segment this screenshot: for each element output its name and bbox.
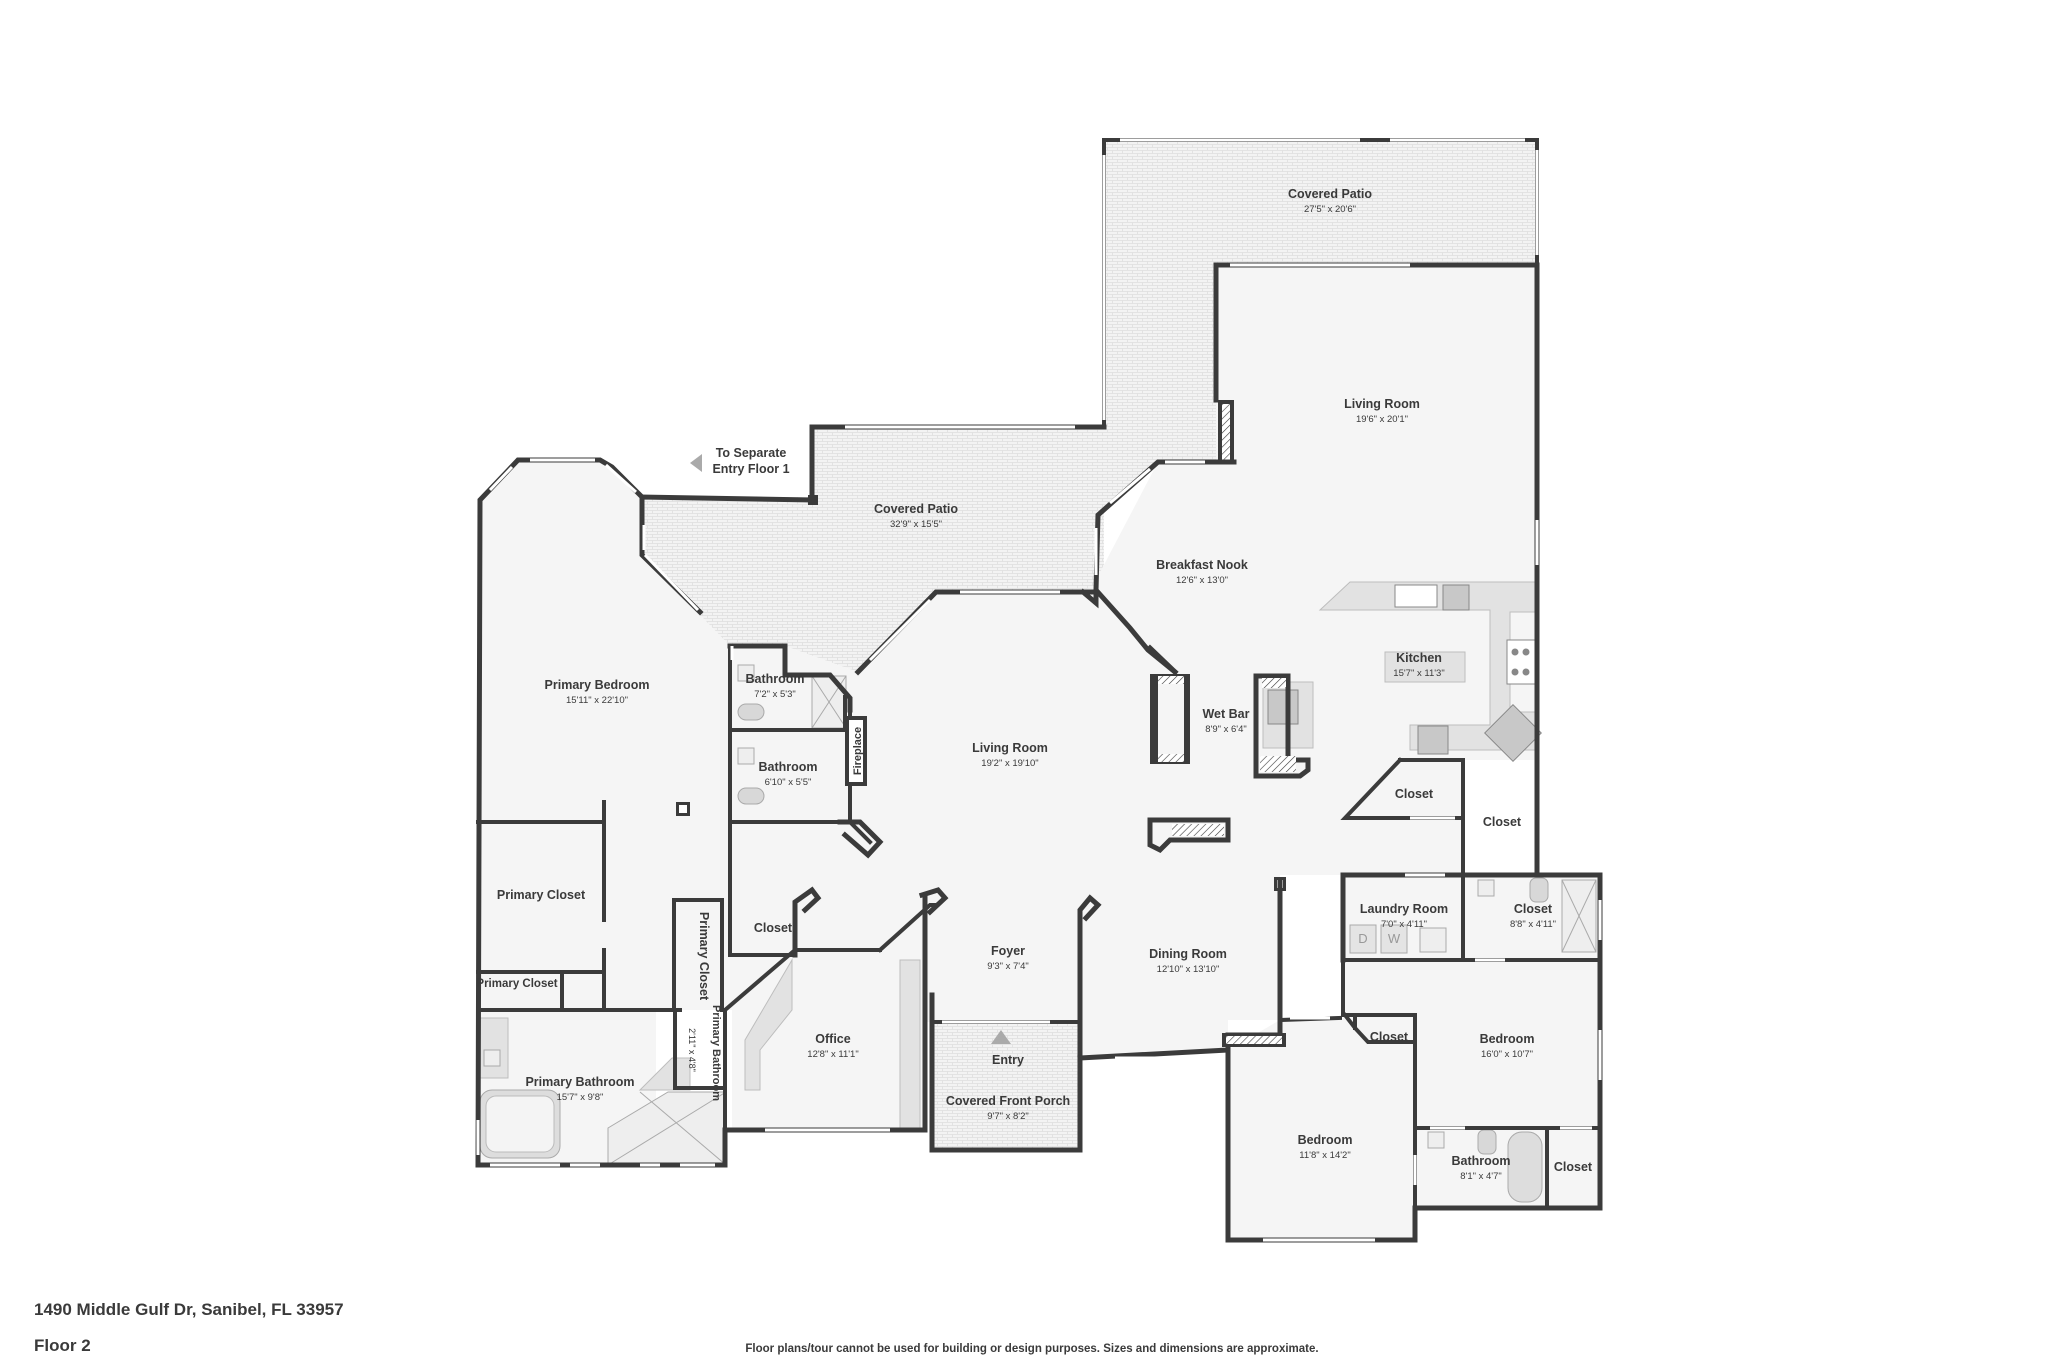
room-dims: 11'8" x 14'2" bbox=[1299, 1150, 1350, 1161]
room-name: Primary Closet bbox=[697, 912, 711, 1001]
bathtub-icon bbox=[1507, 1131, 1543, 1203]
room-name: Primary Bathroom bbox=[710, 1005, 722, 1101]
room-name: Bedroom bbox=[1298, 1133, 1353, 1147]
laundry-sink-icon bbox=[1419, 927, 1447, 953]
room-dims: 2'11" x 4'8" bbox=[687, 1028, 697, 1072]
room-name: Laundry Room bbox=[1360, 902, 1448, 916]
wet-bar-sink bbox=[1267, 689, 1299, 725]
covered-patio-middle-floor bbox=[642, 427, 1104, 672]
room-name: Kitchen bbox=[1396, 651, 1442, 665]
room-name: Entry bbox=[992, 1053, 1024, 1067]
room-labels: Covered Patio 27'5" x 20'6" Covered Pati… bbox=[476, 187, 1593, 1182]
dryer-icon bbox=[1349, 924, 1377, 954]
room-name: Office bbox=[815, 1032, 850, 1046]
room-name: Covered Patio bbox=[1288, 187, 1372, 201]
sink-icon bbox=[1427, 1131, 1445, 1149]
vanity-icon bbox=[479, 1017, 509, 1079]
room-dims: 15'7" x 11'3" bbox=[1393, 668, 1444, 679]
room-name: Bedroom bbox=[1480, 1032, 1535, 1046]
washer-label: W bbox=[1388, 931, 1401, 946]
room-name: Wet Bar bbox=[1202, 707, 1249, 721]
separate-entry-arrow-icon bbox=[690, 454, 702, 472]
room-name: Dining Room bbox=[1149, 947, 1227, 961]
office-shelf bbox=[899, 959, 921, 1131]
room-name: Bathroom bbox=[745, 672, 804, 686]
sink-icon bbox=[483, 1049, 501, 1067]
room-name: Covered Patio bbox=[874, 502, 958, 516]
room-name: Bathroom bbox=[758, 760, 817, 774]
separate-entry-label-1: To Separate bbox=[716, 446, 787, 460]
room-dims: 16'0" x 10'7" bbox=[1481, 1049, 1533, 1060]
dryer-label: D bbox=[1358, 931, 1367, 946]
room-dims: 12'8" x 11'1" bbox=[807, 1049, 858, 1060]
room-dims: 15'11" x 22'10" bbox=[566, 695, 628, 706]
room-dims: 7'0" x 4'11" bbox=[1381, 919, 1427, 930]
fixtures: D W bbox=[479, 581, 1597, 1203]
room-name: Foyer bbox=[991, 944, 1025, 958]
oven-icon bbox=[1417, 725, 1449, 755]
room-dims: 7'2" x 5'3" bbox=[754, 689, 796, 700]
room-dims: 32'9" x 15'5" bbox=[890, 519, 942, 530]
disclaimer: Floor plans/tour cannot be used for buil… bbox=[0, 1343, 2048, 1355]
cooktop-icon bbox=[1506, 639, 1536, 685]
fridge-icon bbox=[1484, 704, 1542, 762]
room-name: Closet bbox=[1514, 902, 1553, 916]
room-name: Breakfast Nook bbox=[1156, 558, 1248, 572]
kitchen-island bbox=[1384, 651, 1466, 683]
room-name: Closet bbox=[1370, 1030, 1409, 1044]
room-dims: 8'8" x 4'11" bbox=[1510, 919, 1556, 930]
property-address: 1490 Middle Gulf Dr, Sanibel, FL 33957 bbox=[34, 1300, 344, 1319]
floor-label: Floor 2 bbox=[34, 1336, 91, 1355]
room-name: Living Room bbox=[1344, 397, 1420, 411]
room-dims: 9'7" x 8'2" bbox=[987, 1111, 1029, 1122]
room-name: Primary Closet bbox=[476, 978, 557, 990]
room-dims: 6'10" x 5'5" bbox=[765, 777, 812, 788]
room-name: Closet bbox=[1483, 815, 1522, 829]
room-name: Primary Bedroom bbox=[545, 678, 650, 692]
room-dims: 9'3" x 7'4" bbox=[987, 961, 1029, 972]
interior-floor bbox=[478, 265, 1537, 1165]
fireplace-label: Fireplace bbox=[852, 727, 864, 775]
disclaimer-text: Floor plans/tour cannot be used for buil… bbox=[745, 1343, 1319, 1355]
room-name: Closet bbox=[1554, 1160, 1593, 1174]
room-name: Primary Bathroom bbox=[525, 1075, 634, 1089]
toilet-icon bbox=[737, 787, 765, 805]
dishwasher-icon bbox=[1442, 584, 1470, 611]
room-name: Covered Front Porch bbox=[946, 1094, 1070, 1108]
room-name: Closet bbox=[754, 921, 793, 935]
room-dims: 19'6" x 20'1" bbox=[1356, 414, 1408, 425]
washer-icon bbox=[1380, 924, 1408, 954]
room-dims: 19'2" x 19'10" bbox=[981, 758, 1038, 769]
toilet-icon bbox=[1477, 1129, 1497, 1155]
toilet-icon bbox=[1529, 877, 1549, 903]
room-dims: 12'6" x 13'0" bbox=[1176, 575, 1228, 586]
covered-patio-top-floor bbox=[1096, 140, 1537, 593]
room-name: Bathroom bbox=[1451, 1154, 1510, 1168]
room-name: Living Room bbox=[972, 741, 1048, 755]
room-dims: 8'9" x 6'4" bbox=[1205, 724, 1247, 735]
sink-icon bbox=[1477, 879, 1495, 897]
room-dims: 12'10" x 13'10" bbox=[1157, 964, 1220, 975]
room-name: Closet bbox=[1395, 787, 1434, 801]
separate-entry-label-2: Entry Floor 1 bbox=[712, 462, 789, 476]
room-dims: 15'7" x 9'8" bbox=[557, 1092, 604, 1103]
kitchen-sink-icon bbox=[1394, 584, 1438, 608]
walls bbox=[475, 138, 1603, 1243]
room-name: Primary Closet bbox=[497, 888, 586, 902]
room-dims: 27'5" x 20'6" bbox=[1304, 204, 1356, 215]
office-cabinets bbox=[744, 958, 793, 1091]
toilet-icon bbox=[737, 703, 765, 721]
room-dims: 8'1" x 4'7" bbox=[1460, 1171, 1502, 1182]
sink-icon bbox=[737, 664, 755, 682]
sink-icon bbox=[737, 747, 755, 765]
